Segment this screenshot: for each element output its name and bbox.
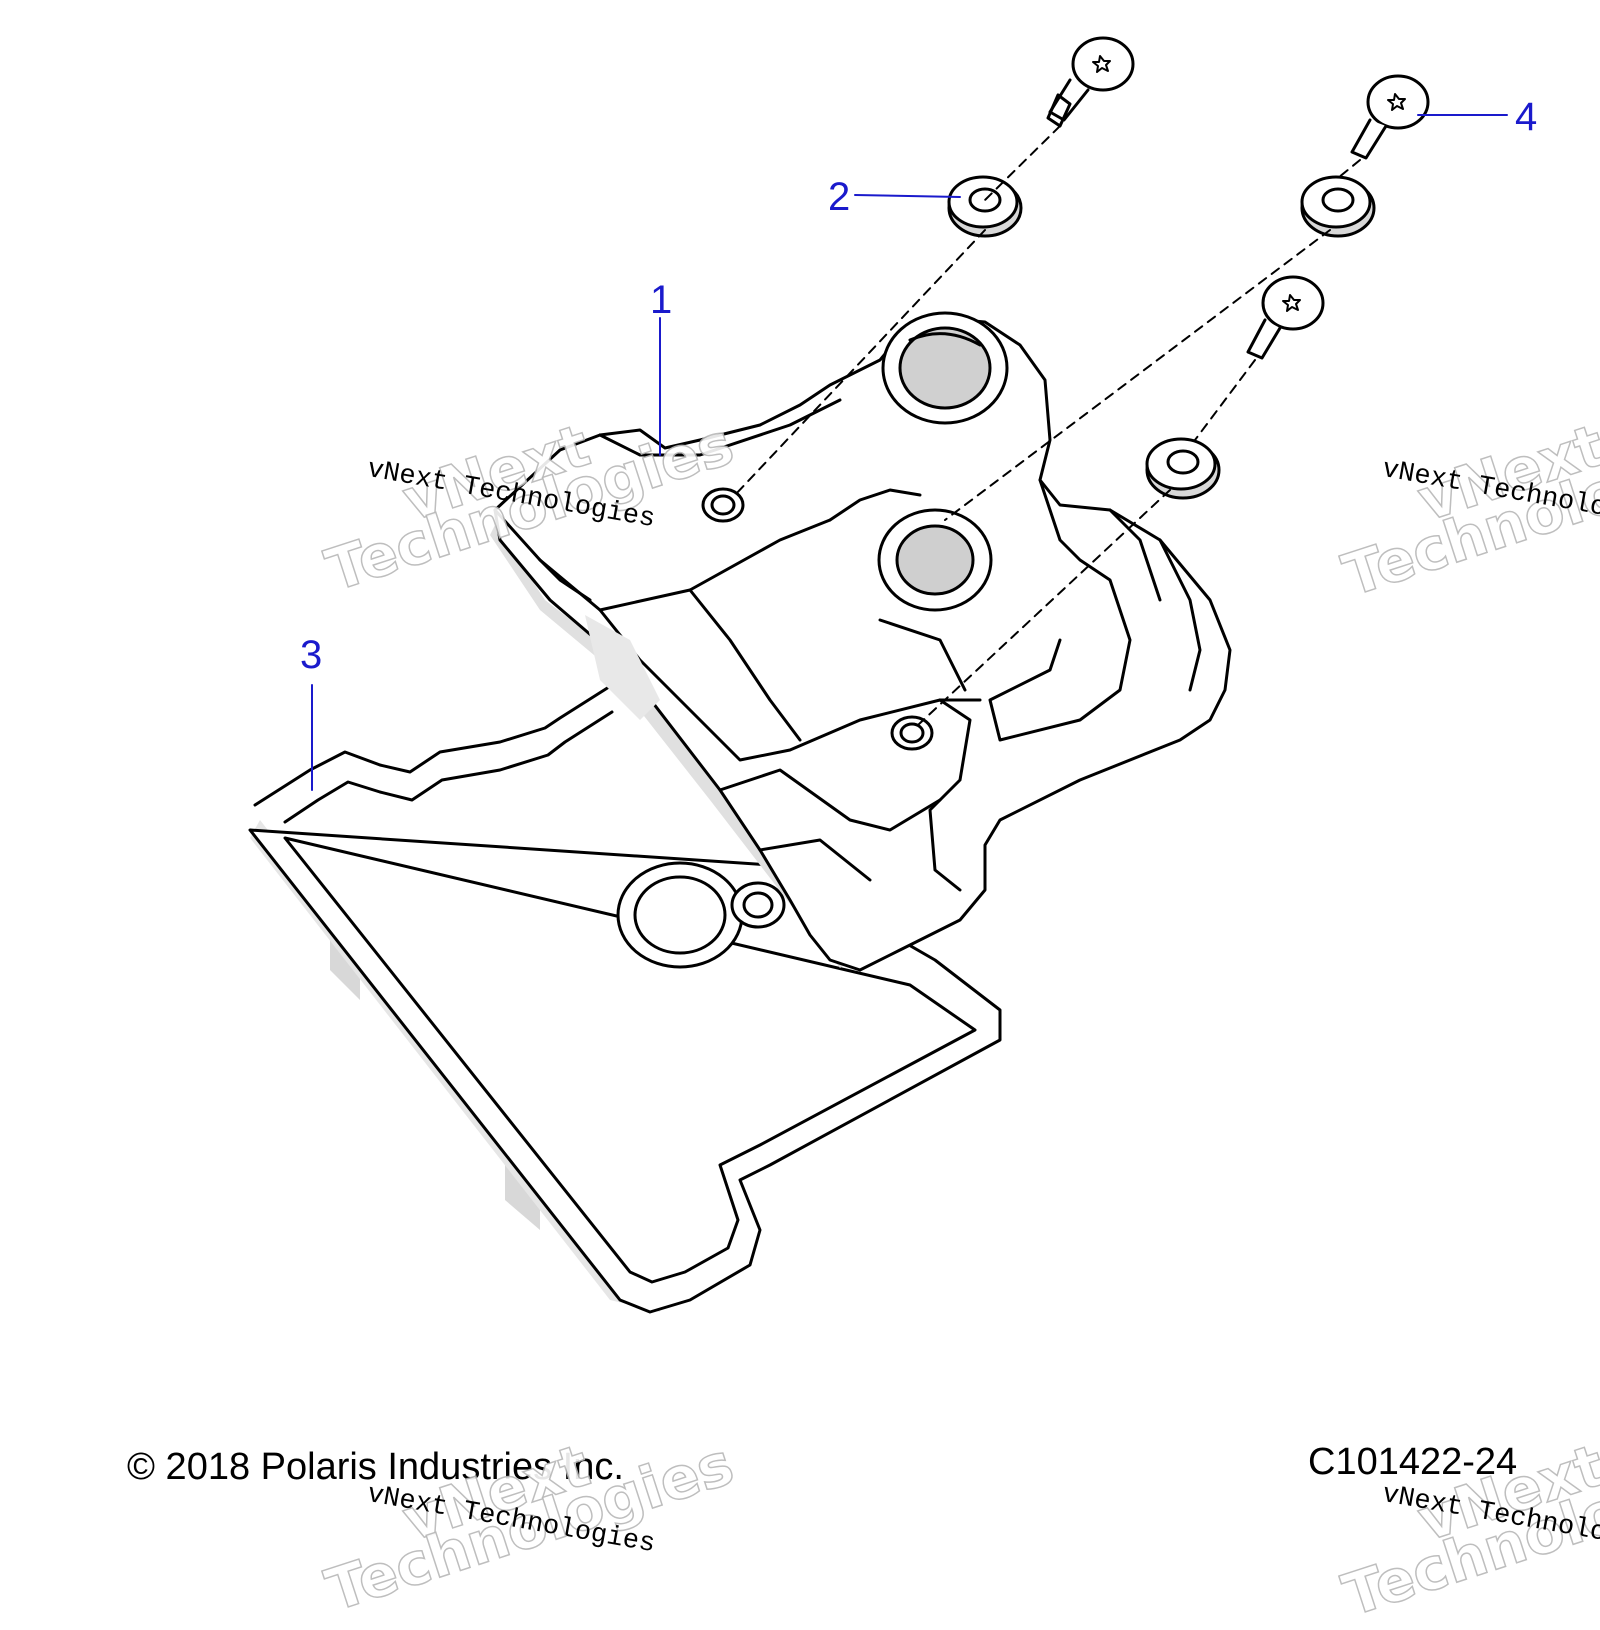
callout-3: 3 <box>300 633 323 677</box>
washer-left <box>947 175 1023 238</box>
valve-cover <box>490 311 1232 972</box>
washer-lower <box>1145 437 1221 500</box>
drawing-number: C101422-24 <box>1308 1441 1518 1483</box>
callout-leaders <box>311 114 1508 791</box>
copyright-text: © 2018 Polaris Industries Inc. <box>127 1446 624 1488</box>
bolt-right <box>1350 74 1430 160</box>
washer-right <box>1300 175 1376 238</box>
callout-4: 4 <box>1515 95 1538 139</box>
assembly-centerlines <box>734 125 1361 726</box>
valve-cover-gasket <box>248 678 1002 1314</box>
bolt-left <box>1046 36 1135 128</box>
bolt-middle <box>1246 275 1325 360</box>
callout-1: 1 <box>650 278 673 322</box>
callout-2: 2 <box>828 175 851 219</box>
